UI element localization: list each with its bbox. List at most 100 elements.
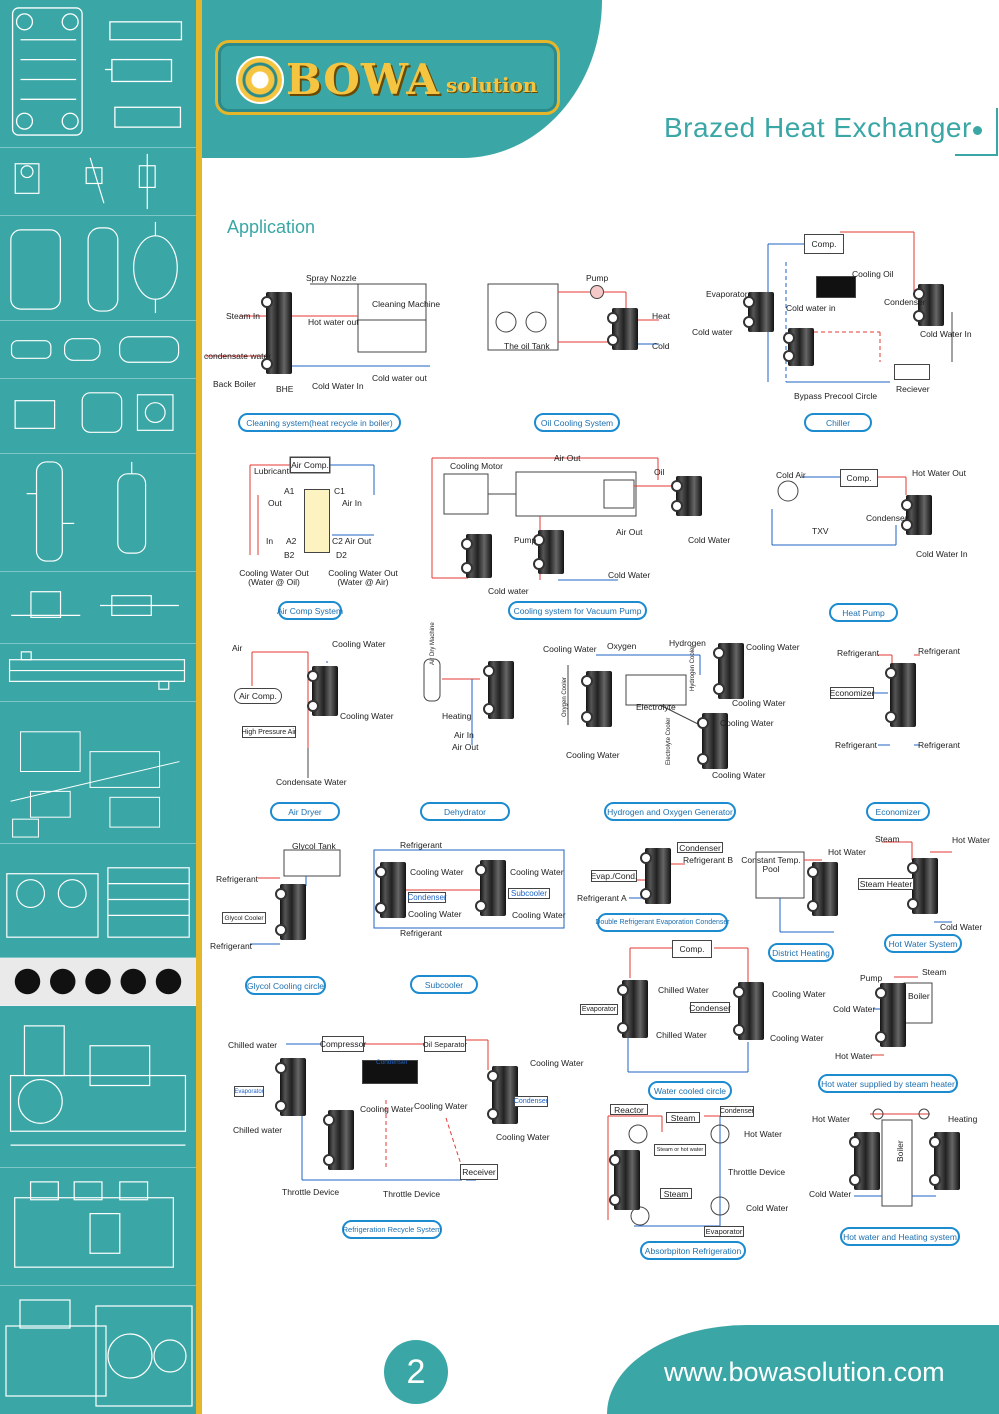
diagram-label: B2 bbox=[284, 550, 295, 560]
heating-side-plate-icon bbox=[929, 1132, 960, 1190]
diagram-air-dryer: Air Comp. High Pressure Air Air Cooling … bbox=[228, 638, 418, 823]
diagram-label: Cold Water bbox=[746, 1203, 789, 1213]
compressor-box: Comp. bbox=[804, 234, 844, 254]
diagram-heat-pump: Comp. Cold Air Hot Water Out Condenser T… bbox=[766, 465, 981, 625]
diagram-district-heating: Hot Water Constant Temp. Pool District H… bbox=[740, 840, 866, 968]
diagram-glycol: Glycol Cooler Glycol Tank Refrigerant Re… bbox=[210, 840, 350, 996]
plate-heat-exchanger-drawing bbox=[0, 0, 196, 148]
diagram-label: A1 bbox=[284, 486, 295, 496]
diagram-label: Hydrogen Cooler bbox=[690, 645, 696, 691]
diagram-label: Out bbox=[268, 498, 282, 508]
diagram-label: Air Out bbox=[452, 742, 479, 752]
diagram-label: Refrigerant A bbox=[577, 893, 627, 903]
diagram-chiller: Comp. Cooling Oil Evaporator Cold water … bbox=[690, 231, 980, 437]
diagram-label: Constant Temp. Pool bbox=[741, 855, 801, 874]
caption-hot-water-heating: Hot water and Heating system bbox=[840, 1227, 960, 1246]
diagram-label: Evaporator bbox=[706, 289, 748, 299]
diagram-label: Condenser bbox=[866, 513, 908, 523]
diagram-hot-water-system: Steam Heater Steam Hot Water Cold Water … bbox=[852, 832, 992, 956]
title-bullet bbox=[973, 126, 982, 135]
reactor-tag: Reactor bbox=[610, 1104, 648, 1115]
brand-logo: BOWA solution bbox=[215, 40, 560, 115]
diagram-label: Condenser bbox=[884, 297, 926, 307]
filter-drier-drawings bbox=[0, 321, 196, 379]
diagram-label: Condenser bbox=[376, 1059, 408, 1066]
diagram-label: Steam bbox=[922, 967, 947, 977]
oxygen-cooler-plate-icon bbox=[581, 671, 612, 727]
caption-dehydrator: Dehydrator bbox=[420, 802, 510, 821]
diagram-label: TXV bbox=[812, 526, 829, 536]
footer-url[interactable]: www.bowasolution.com bbox=[664, 1357, 945, 1387]
page-number: 2 bbox=[384, 1340, 448, 1404]
diagram-label: Refrigerant bbox=[400, 928, 443, 938]
logo-word: BOWA bbox=[286, 55, 440, 104]
diagram-label: Pump bbox=[514, 535, 537, 545]
diagram-economizer: Economizer Refrigerant Refrigerant Refri… bbox=[830, 645, 980, 823]
long-shell-drawing bbox=[0, 644, 196, 702]
diagram-label: Air Out bbox=[616, 527, 643, 537]
oil-cooler-plate-icon bbox=[671, 476, 702, 516]
diagram-label: Refrigerant bbox=[918, 646, 961, 656]
boiler-side-plate-icon bbox=[849, 1132, 880, 1190]
diagram-label: Refrigerant B bbox=[683, 855, 734, 865]
diagram-label: Refrigerant bbox=[918, 740, 961, 750]
condenser-tag: Condenser bbox=[677, 842, 723, 853]
caption-cleaning-system: Cleaning system(heat recycle in boiler) bbox=[238, 413, 401, 432]
diagram-label: Refrigerant bbox=[210, 941, 253, 951]
diagram-label: Cooling Water bbox=[408, 909, 462, 919]
diagram-label: Throttle Device bbox=[383, 1189, 441, 1199]
diagram-label: Spray Nozzle bbox=[306, 273, 357, 283]
condenser-tag: Condenser bbox=[689, 1002, 731, 1013]
diagram-label: Glycol Tank bbox=[292, 841, 336, 851]
district-heating-plate-icon bbox=[807, 862, 838, 916]
compressor-box: Comp. bbox=[672, 940, 712, 958]
compressor-unit-drawing bbox=[0, 1006, 196, 1168]
page-title: Brazed Heat Exchanger bbox=[664, 112, 972, 143]
diagram-label: Throttle Device bbox=[282, 1187, 340, 1197]
diagram-label: Cold Air bbox=[776, 470, 806, 480]
diagram-hydrogen-oxygen: Cooling Water Oxygen Hydrogen Cooling Wa… bbox=[540, 635, 820, 823]
valve-drawings bbox=[0, 148, 196, 216]
diagram-label: Cooling Water bbox=[543, 644, 597, 654]
diagram-label: Air Out bbox=[554, 453, 581, 463]
caption-district-heating: District Heating bbox=[768, 943, 834, 962]
gold-divider bbox=[196, 0, 202, 1414]
logo-subword: solution bbox=[446, 73, 538, 97]
evaporator-plate-icon bbox=[743, 292, 774, 332]
diagram-label: Air In bbox=[454, 730, 474, 740]
receiver-tank-icon bbox=[894, 364, 930, 380]
condenser-plate-icon bbox=[901, 495, 932, 535]
oil-separator-box: Oil Separator bbox=[423, 1036, 467, 1052]
diagram-label: Hot Water bbox=[812, 1114, 850, 1124]
diagram-label: Cleaning Machine bbox=[372, 299, 441, 309]
diagram-label: Heating bbox=[442, 711, 472, 721]
diagram-label: Boiler bbox=[908, 991, 930, 1001]
outdoor-unit-drawing bbox=[0, 1286, 196, 1414]
glycol-plate-icon bbox=[275, 884, 306, 940]
hydrogen-cooler-plate-icon bbox=[713, 643, 744, 699]
section-heading: Application bbox=[227, 217, 316, 237]
title-rule-vertical bbox=[996, 108, 998, 156]
diagram-label: Cooling Water bbox=[746, 642, 800, 652]
diagram-label: Lubricant bbox=[254, 466, 289, 476]
diagram-label: Throttle Device bbox=[728, 1167, 786, 1177]
diagram-label: Cooling Water bbox=[512, 910, 566, 920]
rack-unit-drawing bbox=[0, 1168, 196, 1286]
diagram-label: Boiler bbox=[895, 1140, 905, 1162]
receiver-box: Receiver bbox=[460, 1164, 498, 1180]
air-comp-box: Air Comp. bbox=[234, 688, 282, 704]
subcooler-tag: Subcooler bbox=[508, 888, 550, 899]
steam-tag: Steam bbox=[666, 1112, 700, 1123]
economizer-tag: Economizer bbox=[829, 687, 875, 699]
diagram-double-refrigerant: Condenser Refrigerant B Evap./Cond. Refr… bbox=[577, 840, 737, 940]
condenser-tag: Condenser bbox=[719, 1106, 755, 1117]
diagram-label: Cooling Water Out (Water @ Air) bbox=[328, 568, 398, 587]
diagram-label: Steam bbox=[875, 834, 900, 844]
water-condenser-plate-icon bbox=[487, 1066, 518, 1124]
steam-heater-tag: Steam Heater bbox=[858, 878, 914, 890]
bhe-plate-icon bbox=[261, 292, 292, 374]
caption-water-cooled: Water cooled circle bbox=[648, 1081, 732, 1100]
diagram-water-cooled: Comp. Chilled Water Evaporator Condenser… bbox=[578, 938, 838, 1100]
diagram-label: Cooling Water bbox=[410, 867, 464, 877]
evaporator-tag: Evaporator bbox=[234, 1086, 264, 1097]
